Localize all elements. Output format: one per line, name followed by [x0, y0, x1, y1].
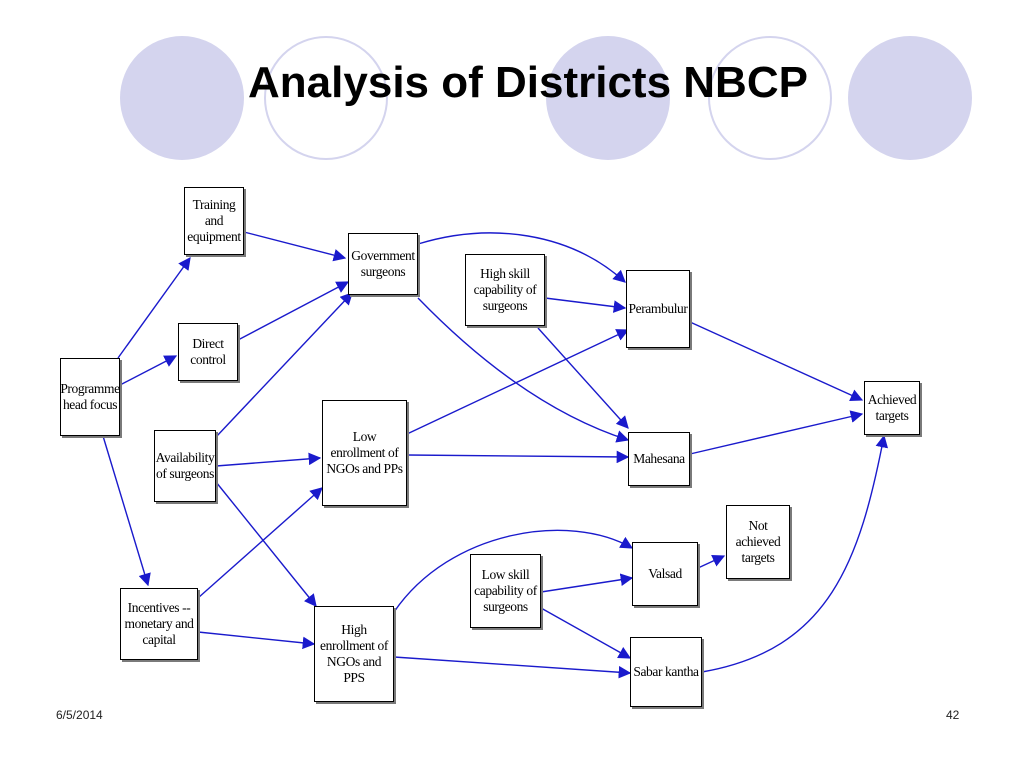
- slide-page-number: 42: [946, 708, 960, 722]
- arrow-government-perambulur: [417, 232, 626, 283]
- slide-date: 6/5/2014: [56, 708, 103, 722]
- arrow-highskill-perambulur: [544, 297, 627, 313]
- node-valsad: Valsad: [632, 542, 698, 606]
- node-programme-head-focus: Programme head focus: [60, 358, 120, 436]
- slide-title: Analysis of Districts NBCP: [248, 58, 808, 107]
- node-low-skill: Low skill capability of surgeons: [470, 554, 541, 628]
- arrow-availability-government: [215, 292, 353, 438]
- node-training-equipment: Training and equipment: [184, 187, 244, 255]
- arrow-perambulur-achieved: [689, 321, 864, 402]
- node-low-enrollment: Low enrollment of NGOs and PPs: [322, 400, 407, 506]
- node-not-achieved-targets: Not achieved targets: [726, 505, 790, 579]
- node-government-surgeons: Government surgeons: [348, 233, 418, 295]
- arrow-incentives-low: [197, 487, 323, 599]
- node-direct-control: Direct control: [178, 323, 238, 381]
- arrow-valsad-not-achieved: [697, 555, 726, 569]
- node-achieved-targets: Achieved targets: [864, 381, 920, 435]
- arrow-direct-government: [237, 281, 350, 341]
- arrow-lowskill-sabar: [540, 607, 632, 659]
- arrow-programme-direct: [119, 355, 178, 386]
- node-perambulur: Perambulur: [626, 270, 690, 348]
- arrow-highskill-mahesana: [537, 327, 629, 429]
- decorative-circle-5: [848, 36, 972, 160]
- decorative-circle-1: [120, 36, 244, 160]
- arrow-mahesana-achieved: [689, 410, 864, 455]
- arrow-low-mahesana: [406, 450, 630, 464]
- node-sabar-kantha: Sabar kantha: [630, 637, 702, 707]
- arrow-incentives-high: [197, 631, 316, 650]
- decorative-circle-2: [264, 36, 388, 160]
- node-mahesana: Mahesana: [628, 432, 690, 486]
- arrow-training-government: [243, 231, 347, 262]
- arrow-programme-incentives: [102, 435, 151, 587]
- arrow-programme-training: [117, 256, 191, 359]
- decorative-circle-3: [546, 36, 670, 160]
- arrow-high-valsad: [393, 529, 634, 613]
- node-incentives: Incentives --monetary and capital: [120, 588, 198, 660]
- arrow-high-sabar: [393, 656, 632, 679]
- arrow-lowskill-valsad: [540, 573, 634, 593]
- arrow-low-perambulur: [406, 329, 630, 435]
- arrow-availability-low: [215, 452, 322, 467]
- node-high-enrollment: High enrollment of NGOs and PPS: [314, 606, 394, 702]
- arrow-government-mahesana: [417, 297, 630, 443]
- arrow-sabar-achieved: [701, 434, 889, 673]
- arrow-availability-high: [215, 481, 317, 607]
- node-high-skill: High skill capability of surgeons: [465, 254, 545, 326]
- decorative-circle-4: [708, 36, 832, 160]
- node-availability-of-surgeons: Availability of surgeons: [154, 430, 216, 502]
